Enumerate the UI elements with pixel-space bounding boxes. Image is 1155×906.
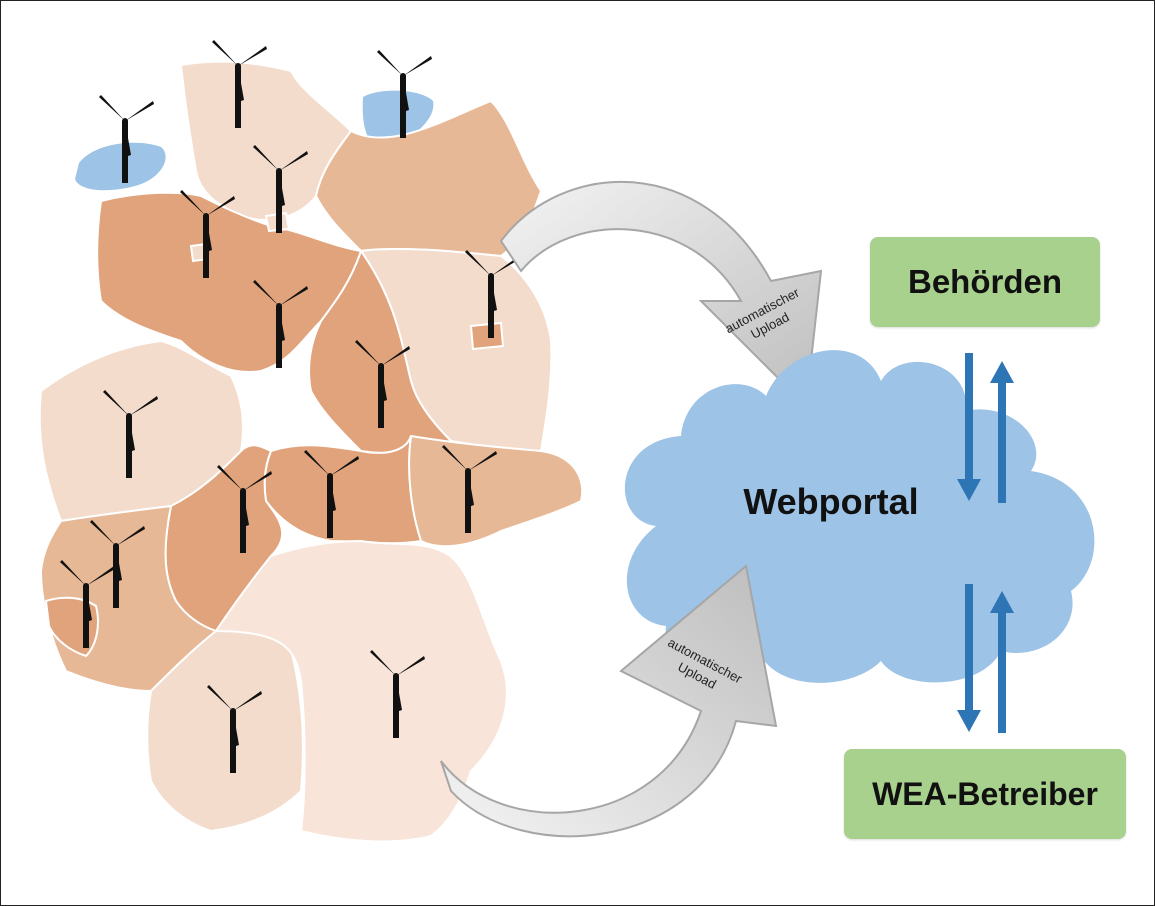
exchange-arrows-operators	[957, 584, 1014, 733]
germany-map	[38, 40, 584, 843]
upload-arrow-top	[499, 180, 823, 409]
state-saarland	[44, 596, 99, 658]
state-thueringen	[263, 435, 423, 545]
webportal-label: Webportal	[743, 481, 919, 522]
state-berlin	[469, 321, 505, 351]
north-sea-offshore-area	[75, 142, 166, 191]
authorities-box: Behörden	[870, 237, 1100, 327]
upload-arrow-bottom	[440, 564, 778, 838]
state-sachsen-anhalt	[308, 248, 453, 454]
state-mecklenburg-vorpommern	[314, 99, 543, 258]
baltic-sea-offshore-area	[362, 90, 434, 148]
state-bayern	[214, 539, 508, 843]
wind-operators-box: WEA-Betreiber	[844, 749, 1126, 839]
exchange-arrows-authorities	[957, 353, 1014, 503]
